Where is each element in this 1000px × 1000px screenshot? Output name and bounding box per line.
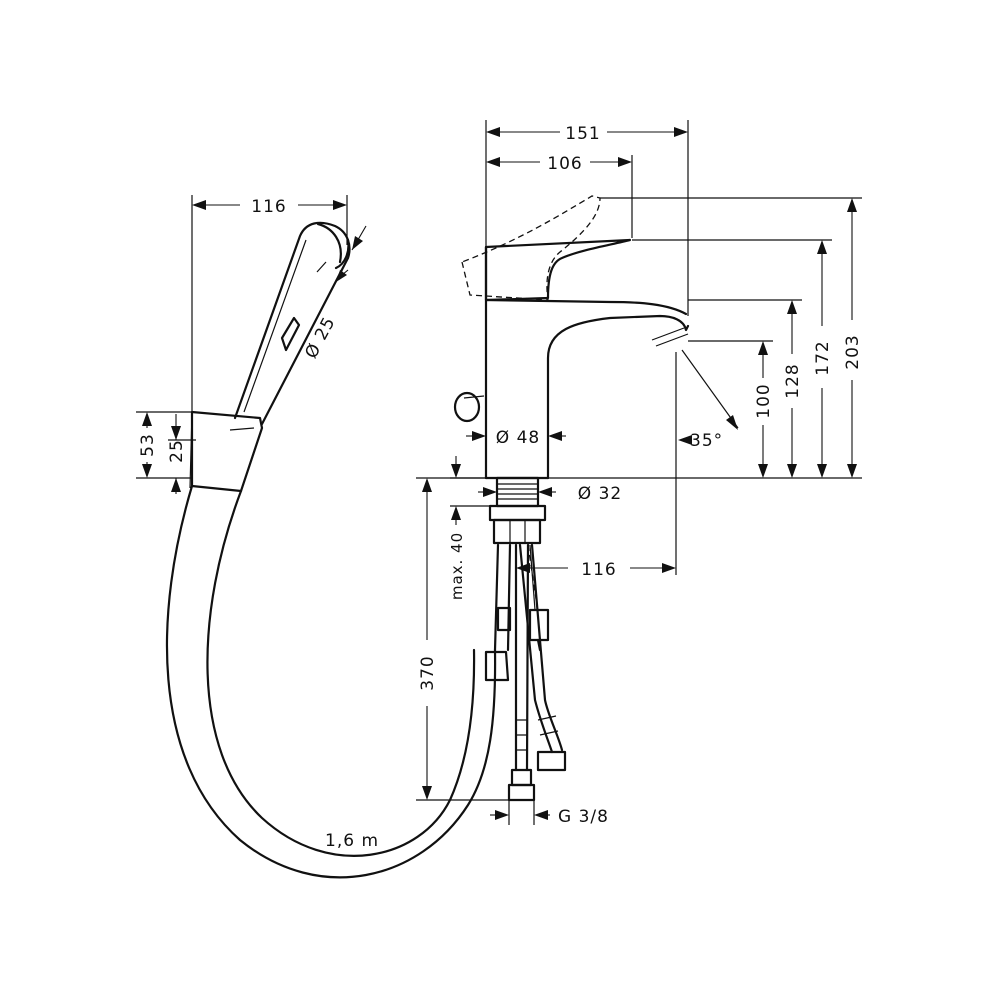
dim-shower-width: [191, 195, 348, 412]
label-height-spout-top: 128: [783, 363, 803, 398]
label-height-spout-outlet: 100: [754, 383, 774, 418]
dim-shower-head-diameter: [335, 225, 367, 282]
label-hose-length: 1,6 m: [325, 831, 379, 851]
label-total-width: 151: [565, 124, 600, 144]
label-holder-inner: 25: [167, 439, 187, 463]
faucet-lever: [461, 195, 632, 302]
label-shank-diameter: Ø 32: [578, 484, 622, 504]
label-spray-angle: 35°: [690, 431, 723, 451]
dim-total-width: [485, 120, 689, 316]
popup-knob: [453, 391, 485, 423]
shower-hose: [165, 484, 510, 879]
label-shower-width: 116: [251, 197, 286, 217]
dim-spout-reach: [486, 155, 633, 238]
label-base-offset: 116: [581, 560, 616, 580]
label-spout-reach: 106: [547, 154, 582, 174]
dim-height-spout-outlet: [758, 341, 768, 478]
label-thread: G 3/8: [558, 807, 609, 827]
popup-rod: [527, 544, 550, 652]
dim-height-total: [847, 198, 857, 478]
dim-body-diameter: [466, 431, 566, 441]
dim-supply-length: [416, 477, 509, 801]
label-height-lever: 172: [813, 340, 833, 375]
dim-height-lever: [817, 240, 827, 478]
dim-height-extensions: [548, 197, 862, 479]
dim-spray-angle: [675, 349, 739, 575]
label-supply-length: 370: [418, 655, 438, 690]
mounting-shank: [488, 476, 547, 545]
label-body-diameter: Ø 48: [496, 428, 540, 448]
label-height-total: 203: [843, 334, 863, 369]
shower-holder: [189, 410, 264, 493]
supply-hoses: [493, 543, 567, 802]
dim-holder-heights: [136, 411, 196, 494]
dim-shank-diameter: [478, 487, 556, 497]
dim-height-spout-top: [787, 300, 797, 478]
dim-thread: [490, 800, 550, 825]
label-holder-height: 53: [138, 433, 158, 457]
dim-base-offset: [516, 563, 676, 573]
label-max-thickness: max. 40: [448, 532, 466, 600]
hand-shower: [233, 221, 351, 426]
